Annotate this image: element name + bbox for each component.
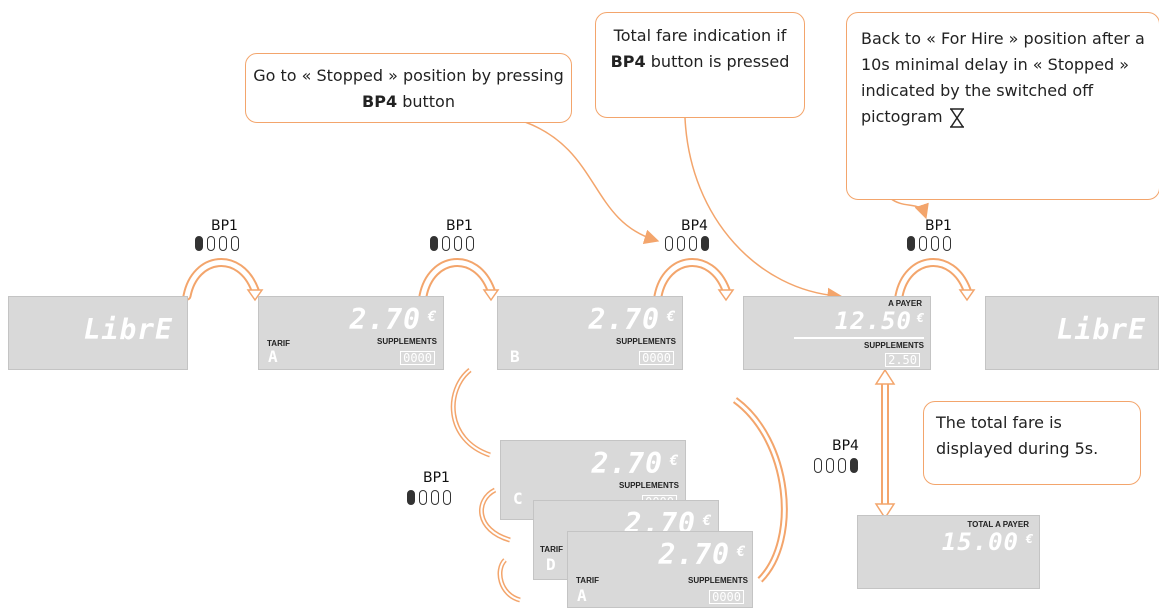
button-led bbox=[931, 236, 939, 251]
button-led bbox=[430, 236, 438, 251]
bp1-label-d: BP1 bbox=[423, 470, 450, 486]
amount: 15.00 bbox=[941, 528, 1019, 556]
tarif-value: A bbox=[268, 347, 279, 366]
currency: € bbox=[1025, 532, 1034, 546]
callout-five-sec: The total fare is displayed during 5s. bbox=[923, 401, 1141, 485]
bp1-indicator-d bbox=[407, 490, 451, 505]
bp1-label-c: BP1 bbox=[925, 218, 952, 234]
bp1-label-a: BP1 bbox=[211, 218, 238, 234]
button-led bbox=[195, 236, 203, 251]
supplements-label: SUPPLEMENTS bbox=[687, 576, 748, 585]
button-led bbox=[443, 490, 451, 505]
tarif-label: TARIF bbox=[267, 339, 290, 348]
tarif-value: C bbox=[513, 489, 524, 508]
button-led bbox=[689, 236, 697, 251]
currency: € bbox=[702, 513, 712, 529]
button-led bbox=[219, 236, 227, 251]
button-led bbox=[442, 236, 450, 251]
tarif-value: B bbox=[510, 347, 521, 366]
button-led bbox=[850, 458, 858, 473]
currency: € bbox=[669, 453, 679, 469]
display-a-payer: A PAYER 12.50 € SUPPLEMENTS 2.50 bbox=[743, 296, 931, 370]
button-led bbox=[431, 490, 439, 505]
button-led bbox=[838, 458, 846, 473]
tarif-value: A bbox=[577, 586, 588, 605]
display-text: LibrE bbox=[83, 313, 173, 346]
button-led bbox=[665, 236, 673, 251]
supplements-label: SUPPLEMENTS bbox=[376, 337, 437, 346]
currency: € bbox=[736, 544, 746, 560]
supplements-label: SUPPLEMENTS bbox=[618, 481, 679, 490]
button-led bbox=[231, 236, 239, 251]
total-a-payer-label: TOTAL A PAYER bbox=[967, 520, 1029, 529]
supplements-value: 0000 bbox=[709, 590, 744, 604]
button-led bbox=[919, 236, 927, 251]
amount: 2.70 bbox=[588, 303, 660, 336]
amount: 2.70 bbox=[591, 447, 663, 480]
bp4-indicator-a bbox=[665, 236, 709, 251]
arrow-hire-to-bp1 bbox=[889, 197, 929, 220]
bp1-indicator-b bbox=[430, 236, 474, 251]
bp4-label-a: BP4 bbox=[681, 218, 708, 234]
bp4-indicator-b bbox=[814, 458, 858, 473]
button-led bbox=[943, 236, 951, 251]
tarif-label: TARIF bbox=[540, 545, 563, 554]
amount: 12.50 bbox=[834, 307, 912, 335]
display-libre-left: LibrE bbox=[8, 296, 188, 370]
tarif-value: D bbox=[546, 555, 557, 574]
amount: 2.70 bbox=[349, 303, 421, 336]
button-led bbox=[677, 236, 685, 251]
button-led bbox=[454, 236, 462, 251]
supplements-label: SUPPLEMENTS bbox=[863, 341, 924, 350]
display-tarif-a: 2.70 € TARIF A SUPPLEMENTS 0000 bbox=[258, 296, 444, 370]
bp1-indicator-c bbox=[907, 236, 951, 251]
button-led bbox=[826, 458, 834, 473]
button-led bbox=[466, 236, 474, 251]
display-total: TOTAL A PAYER 15.00 € bbox=[857, 515, 1040, 589]
tarif-label: TARIF bbox=[576, 576, 599, 585]
callout-stopped: Go to « Stopped » position by pressing B… bbox=[245, 53, 572, 123]
separator-line bbox=[794, 337, 924, 339]
button-led bbox=[407, 490, 415, 505]
currency: € bbox=[666, 309, 676, 325]
button-led bbox=[814, 458, 822, 473]
currency: € bbox=[916, 311, 925, 325]
arrow-stopped-to-bp4 bbox=[524, 121, 660, 245]
amount: 2.70 bbox=[658, 538, 730, 571]
hourglass-icon bbox=[949, 107, 964, 128]
button-led bbox=[701, 236, 709, 251]
bp1-label-b: BP1 bbox=[446, 218, 473, 234]
supplements-value: 0000 bbox=[639, 351, 674, 365]
supplements-value: 0000 bbox=[400, 351, 435, 365]
display-tarif-a2: 2.70 € TARIF A SUPPLEMENTS 0000 bbox=[567, 531, 753, 608]
currency: € bbox=[427, 309, 437, 325]
button-led bbox=[907, 236, 915, 251]
callout-total-fare: Total fare indication if BP4 button is p… bbox=[595, 12, 805, 118]
arrow-fare-to-display bbox=[684, 117, 843, 303]
supplements-label: SUPPLEMENTS bbox=[615, 337, 676, 346]
callout-back-to-hire: Back to « For Hire » position after a 10… bbox=[846, 12, 1159, 200]
supplements-value: 2.50 bbox=[885, 353, 920, 367]
bp4-label-b: BP4 bbox=[832, 438, 859, 454]
a-payer-label: A PAYER bbox=[888, 299, 922, 308]
display-tarif-b: 2.70 € B SUPPLEMENTS 0000 bbox=[497, 296, 683, 370]
display-text: LibrE bbox=[1056, 313, 1146, 346]
bp1-indicator-a bbox=[195, 236, 239, 251]
button-led bbox=[419, 490, 427, 505]
button-led bbox=[207, 236, 215, 251]
display-libre-right: LibrE bbox=[985, 296, 1159, 370]
